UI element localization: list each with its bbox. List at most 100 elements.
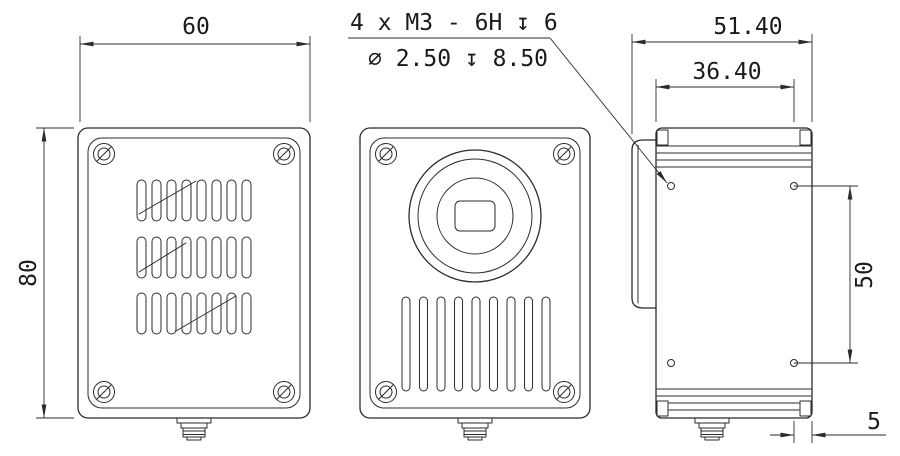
corner-screw <box>273 143 295 165</box>
screw-slot <box>96 384 112 400</box>
connector-tip <box>186 436 202 441</box>
thread-note-text: 4 x M3 - 6H ↧ 6 <box>350 10 558 36</box>
vent-slot <box>196 179 207 222</box>
bottom-fin-lines <box>656 388 812 411</box>
vent-slot <box>211 292 222 335</box>
dim-back-height-value: 80 <box>16 259 42 287</box>
vent-slot <box>151 236 162 279</box>
vent-slot <box>166 179 177 222</box>
screw-outer <box>93 143 115 165</box>
corner-screw <box>375 381 397 403</box>
side-view <box>631 127 813 441</box>
lens-mount-side-profile <box>631 139 657 309</box>
vent-slot <box>181 236 192 279</box>
corner-screw <box>93 143 115 165</box>
screw-outer <box>375 381 397 403</box>
bottom-connector <box>694 417 730 441</box>
heatsink-rib <box>471 296 481 392</box>
corner-tab <box>656 129 669 146</box>
vent-grid <box>136 179 252 335</box>
heatsink-fins <box>401 296 551 392</box>
screw-outer <box>273 381 295 403</box>
front-view <box>359 127 591 441</box>
connector-body <box>463 427 487 438</box>
screw-inner <box>97 385 111 399</box>
dim-side-body-depth: 36.40 <box>655 59 795 122</box>
dim-rear-offset: 5 <box>770 409 886 443</box>
connector-ring <box>698 422 726 429</box>
dim-rear-offset-value: 5 <box>867 409 881 435</box>
vent-slot <box>211 236 222 279</box>
vent-slot <box>196 292 207 335</box>
vent-slot <box>196 236 207 279</box>
dim-hole-spacing-value: 50 <box>852 261 878 289</box>
heatsink-rib <box>419 296 428 392</box>
vent-slot <box>166 292 177 335</box>
screw-outer <box>273 143 295 165</box>
lens-middle-ring <box>417 158 533 274</box>
screw-inner <box>97 147 111 161</box>
vent-slot <box>226 179 237 222</box>
leader-line <box>549 37 668 184</box>
screw-slot <box>378 146 394 162</box>
screw-inner <box>277 147 291 161</box>
heatsink-rib <box>489 296 498 392</box>
vent-slot <box>211 179 222 222</box>
callout-note: 4 x M3 - 6H ↧ 6 ⌀ 2.50 ↧ 8.50 <box>348 10 668 184</box>
lens-inner-ring <box>436 177 514 255</box>
corner-screw <box>553 143 575 165</box>
bottom-connector <box>457 417 493 441</box>
connector-body <box>700 427 724 438</box>
screw-slot <box>378 384 394 400</box>
vent-slot <box>151 179 162 222</box>
vent-slot <box>226 236 237 279</box>
corner-screw <box>375 143 397 165</box>
vent-slot <box>181 292 192 335</box>
dim-back-width: 60 <box>79 14 311 122</box>
image-sensor <box>454 200 496 232</box>
screw-slot <box>556 146 572 162</box>
heatsink-rib <box>541 296 551 392</box>
back-view <box>77 127 311 441</box>
corner-screw <box>553 381 575 403</box>
hole-note-text: ⌀ 2.50 ↧ 8.50 <box>368 46 548 72</box>
vent-slot <box>226 292 237 335</box>
corner-tab <box>799 400 812 417</box>
screw-inner <box>557 147 571 161</box>
dim-hole-spacing: 50 <box>794 185 878 364</box>
corner-screw <box>93 381 115 403</box>
vent-slot <box>166 236 177 279</box>
connector-tip <box>467 436 483 441</box>
heatsink-rib <box>454 296 463 392</box>
connector-body <box>182 427 206 438</box>
heatsink-rib <box>436 296 446 392</box>
lens-mount-outline <box>631 139 657 309</box>
connector-collar <box>694 417 730 424</box>
vent-slot <box>241 179 252 222</box>
heatsink-rib <box>506 296 516 392</box>
m3-mount-hole <box>667 182 675 190</box>
screw-slot <box>276 384 292 400</box>
back-body-inner-outline <box>87 137 301 409</box>
vent-hatch-line <box>138 242 187 273</box>
screw-inner <box>379 147 393 161</box>
connector-ring <box>461 422 489 429</box>
corner-tab <box>656 400 669 417</box>
lens-outer-ring <box>408 149 542 283</box>
vent-slot <box>136 292 147 335</box>
top-fin-lines <box>656 145 812 168</box>
dim-side-total-depth-value: 51.40 <box>713 14 782 40</box>
vent-hatch-line <box>138 180 197 215</box>
connector-ring <box>180 422 208 429</box>
screw-inner <box>379 385 393 399</box>
vent-slot <box>151 292 162 335</box>
connector-collar <box>176 417 212 424</box>
bottom-connector <box>176 417 212 441</box>
connector-tip <box>704 436 720 441</box>
back-body-outline <box>77 127 311 419</box>
vent-slot <box>136 236 147 279</box>
screw-slot <box>96 146 112 162</box>
vent-slot <box>181 179 192 222</box>
